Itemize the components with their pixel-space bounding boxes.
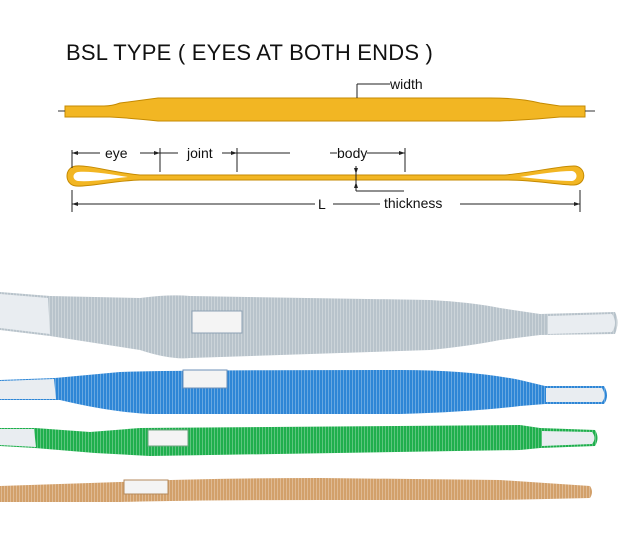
sling-top-view xyxy=(64,97,586,122)
sling-technical-drawing xyxy=(58,83,595,212)
sling-blue xyxy=(0,369,607,414)
sling-product-photo xyxy=(0,292,618,502)
right-eye-opening xyxy=(520,171,577,181)
label-body: body xyxy=(337,145,368,161)
sling-gray xyxy=(0,292,618,359)
label-thickness: thickness xyxy=(384,195,443,211)
left-eye-opening xyxy=(73,171,128,182)
sling-green xyxy=(0,425,598,456)
label-joint: joint xyxy=(187,145,213,161)
label-width: width xyxy=(390,76,423,92)
diagram-title: BSL TYPE ( EYES AT BOTH ENDS ) xyxy=(66,40,434,65)
sling-tan xyxy=(0,478,592,502)
sling-side-view xyxy=(66,165,585,187)
label-eye: eye xyxy=(105,145,128,161)
label-length: L xyxy=(318,196,326,212)
